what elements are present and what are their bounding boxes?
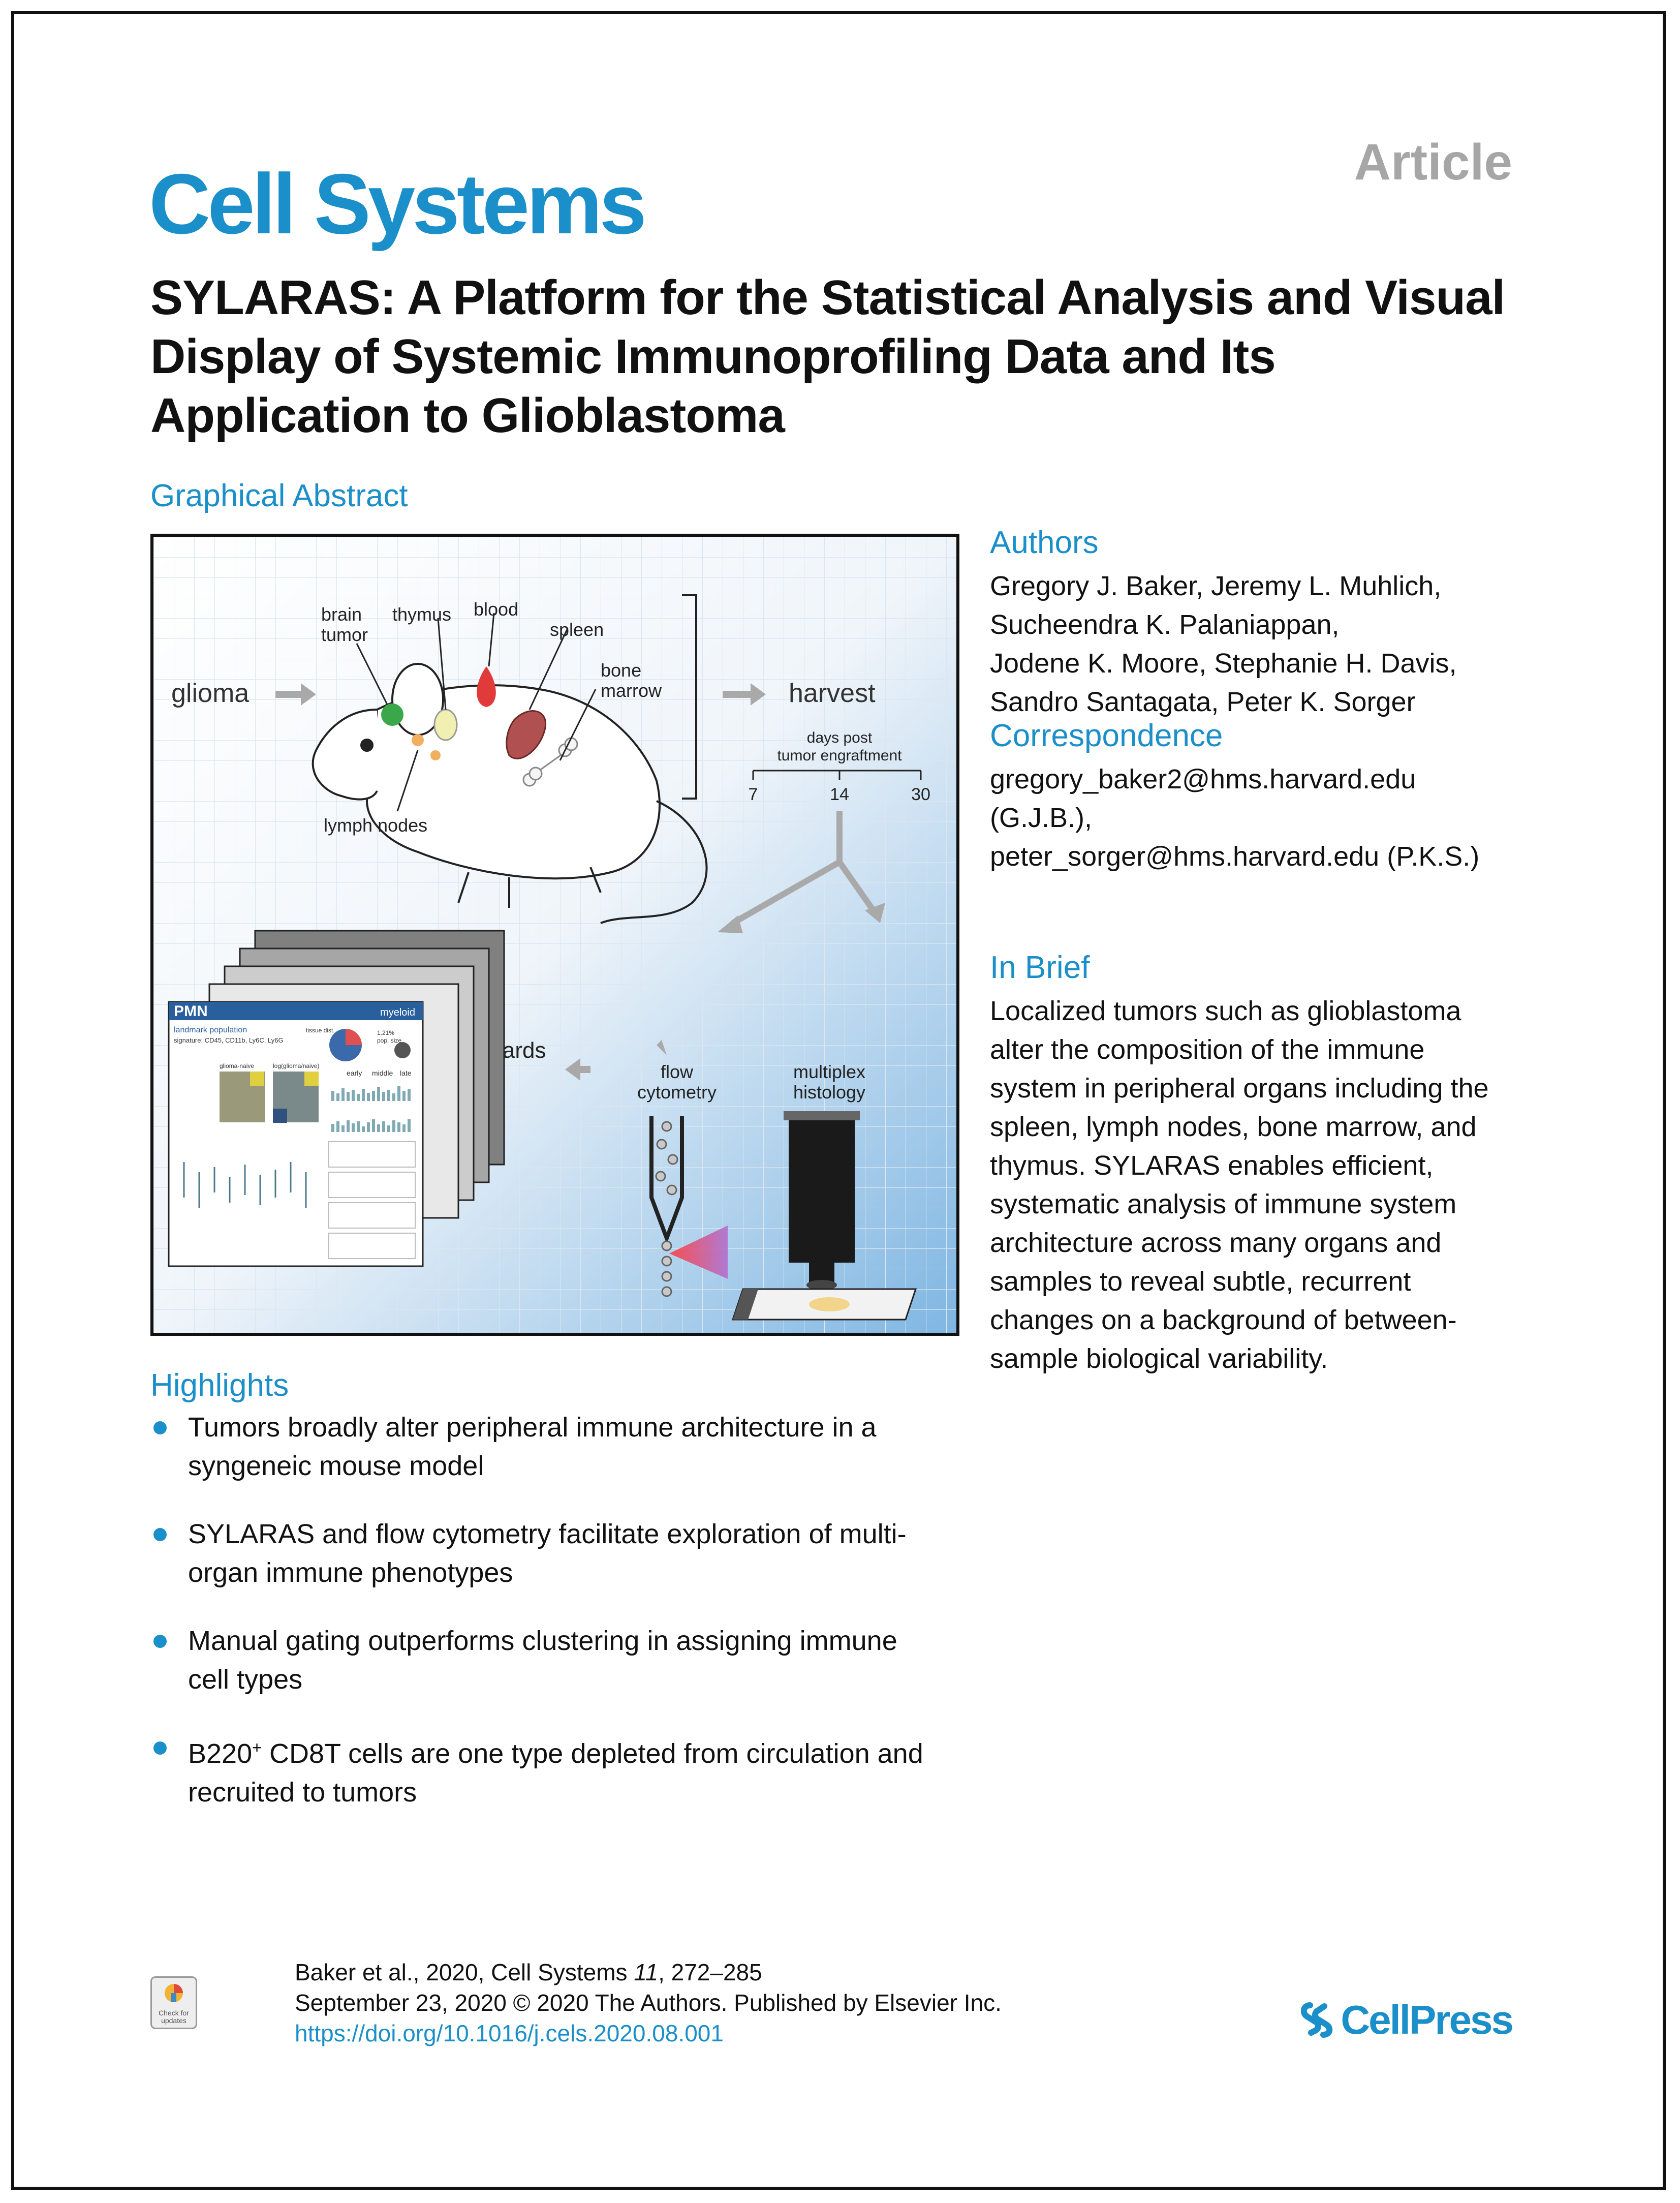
bracket — [682, 594, 697, 800]
timeline-axis — [752, 770, 922, 780]
microscope-icon — [731, 1111, 917, 1321]
bullet-icon — [153, 1421, 167, 1434]
highlight-item: B220+ CD8T cells are one type depleted f… — [150, 1728, 974, 1812]
author-line: Sandro Santagata, Peter K. Sorger — [990, 687, 1416, 717]
graphical-abstract-heading: Graphical Abstract — [150, 478, 408, 513]
highlights-list: Tumors broadly alter peripheral immune a… — [150, 1408, 974, 1841]
lymph-node-mark — [430, 750, 441, 760]
publication-date-line: September 23, 2020 © 2020 The Authors. P… — [295, 1990, 1002, 2016]
correspondence-section: Correspondence gregory_baker2@hms.harvar… — [990, 718, 1569, 876]
label-day-30: 30 — [911, 785, 930, 804]
dashboard-landmark: landmark population — [174, 1026, 247, 1034]
in-brief-line: system in peripheral organs including th… — [990, 1073, 1489, 1104]
label-tumor: tumor — [321, 624, 368, 645]
in-brief-line: spleen, lymph nodes, bone marrow, and — [990, 1112, 1477, 1142]
email-link-baker[interactable]: gregory_baker2@hms.harvard.edu — [990, 764, 1416, 794]
author-line: Sucheendra K. Palaniappan, — [990, 609, 1340, 640]
label-histology: histology — [793, 1082, 865, 1103]
flow-arrows — [275, 683, 766, 1081]
dashboard-tissue-dist: tissue dist. — [306, 1027, 335, 1034]
citation-block: Baker et al., 2020, Cell Systems 11, 272… — [295, 1957, 1002, 2048]
flow-cytometer — [649, 1116, 728, 1297]
highlight-item: Manual gating outperforms clustering in … — [150, 1621, 974, 1699]
dashboard-late: late — [400, 1069, 412, 1077]
email-link-sorger[interactable]: peter_sorger@hms.harvard.edu (P.K.S.) — [990, 841, 1480, 872]
spleen-mark — [506, 710, 546, 759]
highlights-heading: Highlights — [150, 1368, 289, 1403]
authors-heading: Authors — [990, 525, 1099, 560]
label-tumor-engraftment: tumor engraftment — [777, 747, 902, 764]
in-brief-line: systematic analysis of immune system — [990, 1189, 1457, 1219]
article-title: SYLARAS: A Platform for the Statistical … — [150, 270, 1505, 443]
label-flow: flow — [661, 1061, 694, 1082]
bullet-icon — [153, 1635, 167, 1648]
in-brief-line: Localized tumors such as glioblastoma — [990, 996, 1461, 1026]
label-multiplex: multiplex — [793, 1061, 865, 1082]
dashboard-early: early — [347, 1069, 362, 1077]
thymus-mark — [433, 709, 458, 741]
split-arrow — [731, 811, 878, 926]
in-brief-line: thymus. SYLARAS enables efficient, — [990, 1150, 1434, 1181]
label-spleen: spleen — [550, 619, 604, 640]
label-cytometry: cytometry — [637, 1082, 717, 1103]
dashboard-middle: middle — [372, 1069, 393, 1077]
label-day-7: 7 — [749, 785, 758, 804]
blood-drop-icon — [477, 666, 496, 707]
bullet-icon — [153, 1741, 167, 1755]
brain-tumor-mark — [381, 703, 403, 726]
correspondence-initials: (G.J.B.), — [990, 803, 1092, 833]
authors-section: Authors Gregory J. Baker, Jeremy L. Muhl… — [990, 525, 1569, 721]
bone-icon — [522, 737, 578, 787]
highlight-item: Tumors broadly alter peripheral immune a… — [150, 1408, 974, 1485]
label-day-14: 14 — [830, 785, 849, 804]
label-lymph-nodes: lymph nodes — [324, 815, 427, 836]
authors-list: Gregory J. Baker, Jeremy L. Muhlich, Suc… — [990, 567, 1569, 721]
dashboard-log-ratio: log(glioma/naive) — [273, 1062, 319, 1069]
cellpress-logo-icon — [1301, 2002, 1333, 2038]
in-brief-line: samples to reveal subtle, recurrent — [990, 1266, 1411, 1297]
graphical-abstract-svg: brain tumor thymus blood spleen bone mar… — [153, 537, 956, 1333]
in-brief-line: sample biological variability. — [990, 1343, 1328, 1374]
page-frame — [11, 11, 1666, 2190]
dashboard-pmn: PMN — [174, 1003, 208, 1020]
check-updates-icon — [165, 1984, 183, 2002]
highlight-item: SYLARAS and flow cytometry facilitate ex… — [150, 1515, 974, 1592]
in-brief-line: architecture across many organs and — [990, 1228, 1442, 1258]
lymph-node-mark — [412, 734, 424, 746]
journal-name: Cell Systems — [149, 156, 647, 252]
cellpress-logo: CellPress — [1301, 1997, 1514, 2043]
label-thymus: thymus — [392, 604, 451, 625]
label-marrow: marrow — [601, 680, 662, 701]
in-brief-section: In Brief Localized tumors such as gliobl… — [990, 950, 1579, 1378]
dashboard-myeloid: myeloid — [380, 1007, 415, 1018]
dashboard-glioma-naive: glioma-naive — [220, 1062, 254, 1069]
dashboard-pct: 1.21% — [377, 1029, 394, 1036]
article-type: Article — [1354, 134, 1512, 191]
in-brief-heading: In Brief — [990, 950, 1090, 985]
label-bone: bone — [601, 660, 641, 681]
dashboard-pop-size: pop. size — [377, 1037, 401, 1044]
dashboard-signature: signature: CD45, CD11b, Ly6C, Ly6G — [174, 1036, 284, 1044]
correspondence-heading: Correspondence — [990, 718, 1223, 753]
author-line: Gregory J. Baker, Jeremy L. Muhlich, — [990, 571, 1442, 601]
doi-link[interactable]: https://doi.org/10.1016/j.cels.2020.08.0… — [295, 2020, 724, 2046]
label-blood: blood — [474, 599, 518, 620]
label-brain: brain — [321, 604, 362, 625]
label-glioma: glioma — [171, 679, 249, 708]
author-line: Jodene K. Moore, Stephanie H. Davis, — [990, 648, 1457, 679]
bullet-icon — [153, 1528, 167, 1541]
label-days-post: days post — [807, 729, 873, 746]
dashboard-stack: PMN myeloid landmark population signatur… — [168, 930, 505, 1267]
in-brief-line: alter the composition of the immune — [990, 1034, 1425, 1065]
in-brief-line: changes on a background of between- — [990, 1305, 1457, 1335]
graphical-abstract-figure: brain tumor thymus blood spleen bone mar… — [150, 534, 959, 1336]
label-harvest: harvest — [789, 679, 876, 708]
